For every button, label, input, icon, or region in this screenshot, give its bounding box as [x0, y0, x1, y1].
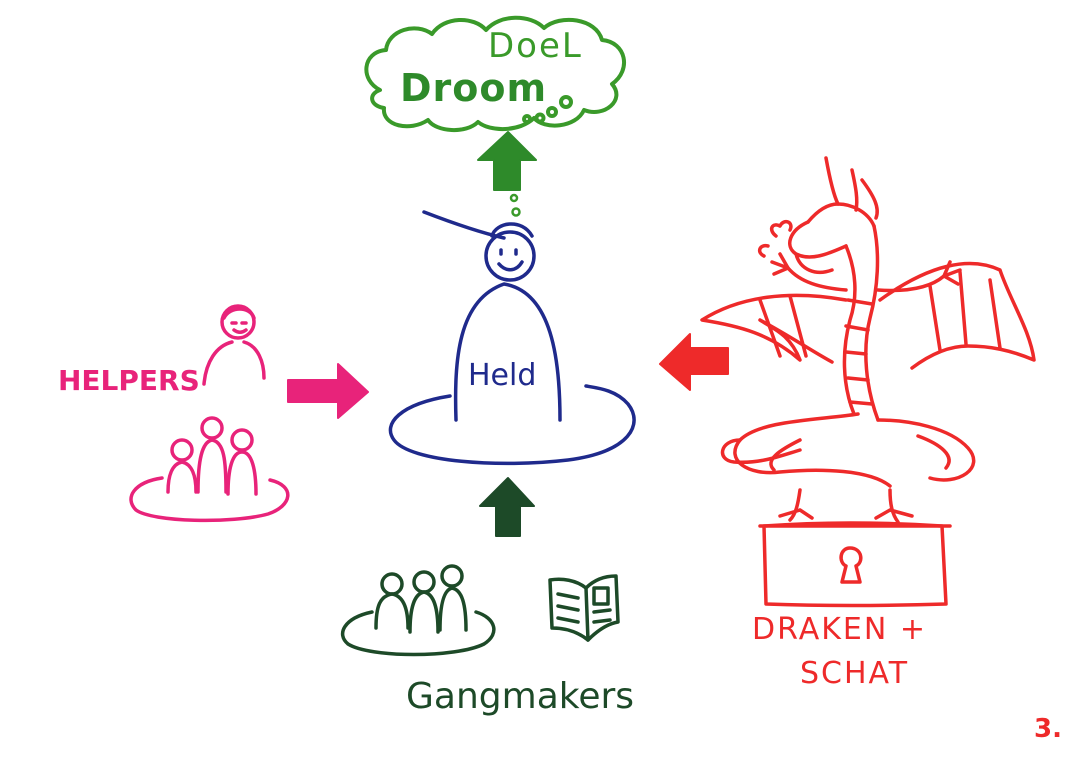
doel-label: DoeL [488, 26, 583, 66]
dragon-arrow [659, 333, 729, 391]
droom-label: Droom [400, 66, 548, 110]
gangmakers-arrow [479, 477, 535, 537]
held-label: Held [468, 358, 537, 393]
open-book-icon [548, 574, 620, 642]
dream-arrow [477, 131, 537, 217]
thought-cloud-icon [364, 15, 626, 132]
treasure-chest-icon [758, 521, 952, 608]
draken-label: DRAKEN + [752, 612, 927, 647]
page-number: 3. [1034, 714, 1062, 744]
group-icon [129, 416, 290, 523]
dragon-icon [700, 156, 1036, 524]
hero-figure-icon [388, 210, 636, 466]
person-icon [202, 304, 266, 386]
group-icon [341, 564, 496, 657]
helpers-label: HELPERS [58, 364, 200, 397]
helpers-arrow [287, 363, 369, 419]
schat-label: SCHAT [800, 656, 910, 691]
gangmakers-label: Gangmakers [406, 676, 635, 717]
